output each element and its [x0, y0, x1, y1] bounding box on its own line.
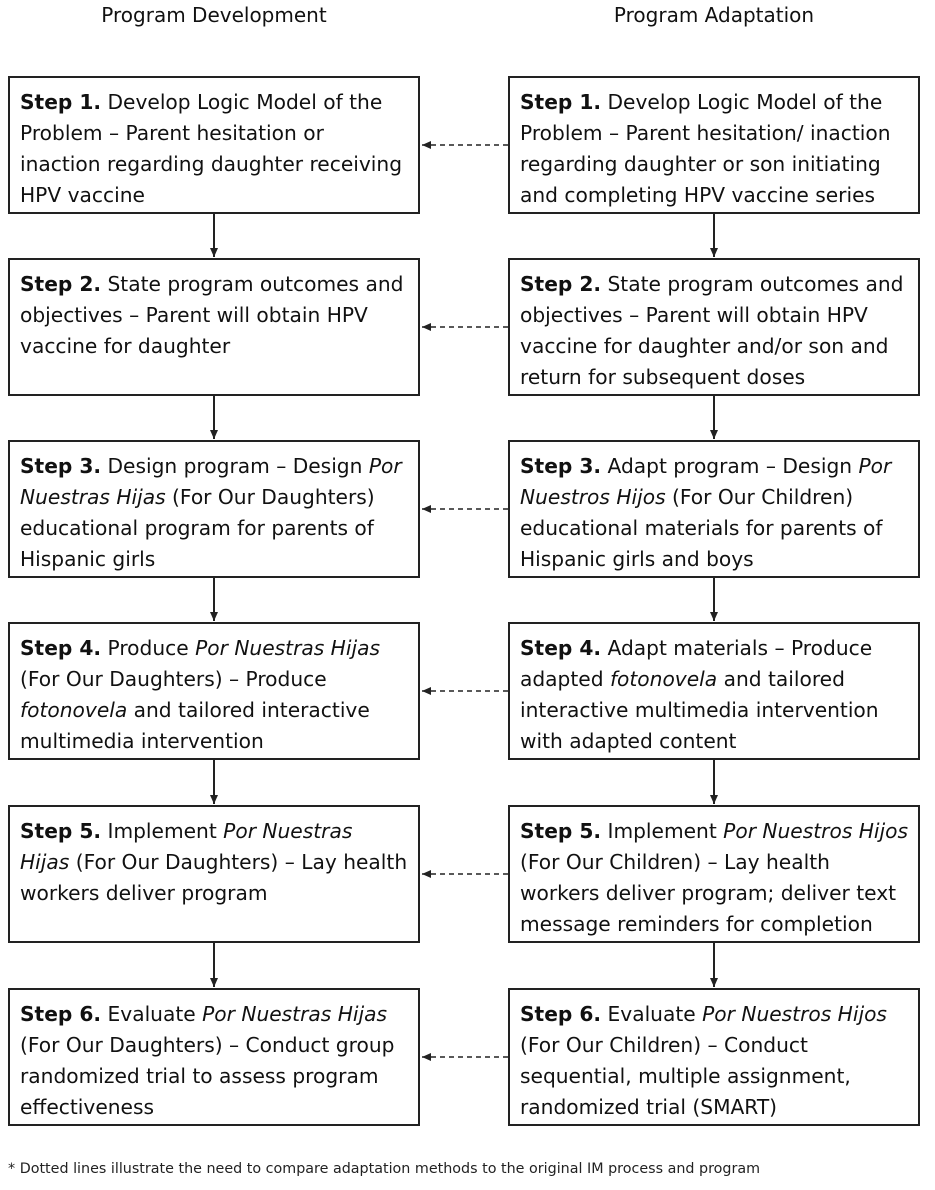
step-text: Evaluate: [601, 1002, 703, 1026]
step-text: Develop Logic Model of the Problem – Par…: [520, 90, 891, 207]
development-step-3-box: Step 3. Design program – Design Por Nues…: [8, 440, 420, 578]
italic-text: Por Nuestras Hijas: [20, 819, 353, 874]
step-text: Produce: [101, 636, 196, 660]
step-text: State program outcomes and objectives – …: [20, 272, 404, 358]
step-label: Step 2.: [520, 272, 602, 296]
italic-text: fotonovela: [20, 698, 128, 722]
step-text: Adapt materials – Produce adapted: [520, 636, 873, 691]
step-label: Step 1.: [20, 90, 102, 114]
step-text: (For Our Daughters) educational program …: [20, 485, 375, 571]
step-label: Step 3.: [20, 454, 102, 478]
step-label: Step 4.: [20, 636, 102, 660]
step-text: Design program – Design: [101, 454, 369, 478]
footnote: * Dotted lines illustrate the need to co…: [8, 1161, 761, 1177]
step-text: Adapt program – Design: [601, 454, 859, 478]
step-text: and tailored interactive multimedia inte…: [520, 667, 879, 753]
step-label: Step 2.: [20, 272, 102, 296]
adaptation-step-1-box: Step 1. Develop Logic Model of the Probl…: [508, 76, 920, 214]
development-step-1-box: Step 1. Develop Logic Model of the Probl…: [8, 76, 420, 214]
adaptation-step-5-box: Step 5. Implement Por Nuestros Hijos (Fo…: [508, 805, 920, 943]
italic-text: Por Nuestras Hijas: [20, 454, 402, 509]
development-step-4-box: Step 4. Produce Por Nuestras Hijas (For …: [8, 622, 420, 760]
step-text: Implement: [101, 819, 224, 843]
step-text: (For Our Daughters) – Lay health workers…: [20, 850, 408, 905]
adaptation-step-4-box: Step 4. Adapt materials – Produce adapte…: [508, 622, 920, 760]
adaptation-step-3-box: Step 3. Adapt program – Design Por Nuest…: [508, 440, 920, 578]
step-text: (For Our Daughters) – Produce: [20, 667, 327, 691]
step-text: (For Our Children) – Lay health workers …: [520, 850, 897, 936]
italic-text: Por Nuestros Hijos: [723, 819, 909, 843]
step-text: Develop Logic Model of the Problem – Par…: [20, 90, 403, 207]
step-text: (For Our Daughters) – Conduct group rand…: [20, 1033, 395, 1119]
step-label: Step 6.: [20, 1002, 102, 1026]
step-text: Evaluate: [101, 1002, 203, 1026]
italic-text: Por Nuestras Hijas: [202, 1002, 387, 1026]
italic-text: fotonovela: [609, 667, 718, 691]
italic-text: Por Nuestros Hijos: [520, 454, 892, 509]
development-column-header: Program Development: [101, 3, 327, 27]
step-label: Step 3.: [520, 454, 602, 478]
adaptation-step-2-box: Step 2. State program outcomes and objec…: [508, 258, 920, 396]
step-text: (For Our Children) educational materials…: [520, 485, 883, 571]
development-step-6-box: Step 6. Evaluate Por Nuestras Hijas (For…: [8, 988, 420, 1126]
step-text: Implement: [601, 819, 724, 843]
step-label: Step 5.: [520, 819, 602, 843]
step-label: Step 4.: [520, 636, 602, 660]
step-text: and tailored interactive multimedia inte…: [20, 698, 370, 753]
step-label: Step 1.: [520, 90, 602, 114]
step-label: Step 6.: [520, 1002, 602, 1026]
development-step-2-box: Step 2. State program outcomes and objec…: [8, 258, 420, 396]
step-text: (For Our Children) – Conduct sequential,…: [520, 1033, 851, 1119]
step-text: State program outcomes and objectives – …: [520, 272, 904, 389]
italic-text: Por Nuestros Hijos: [702, 1002, 887, 1026]
italic-text: Por Nuestras Hijas: [195, 636, 380, 660]
adaptation-step-6-box: Step 6. Evaluate Por Nuestros Hijos (For…: [508, 988, 920, 1126]
step-label: Step 5.: [20, 819, 102, 843]
development-step-5-box: Step 5. Implement Por Nuestras Hijas (Fo…: [8, 805, 420, 943]
adaptation-column-header: Program Adaptation: [613, 3, 815, 27]
